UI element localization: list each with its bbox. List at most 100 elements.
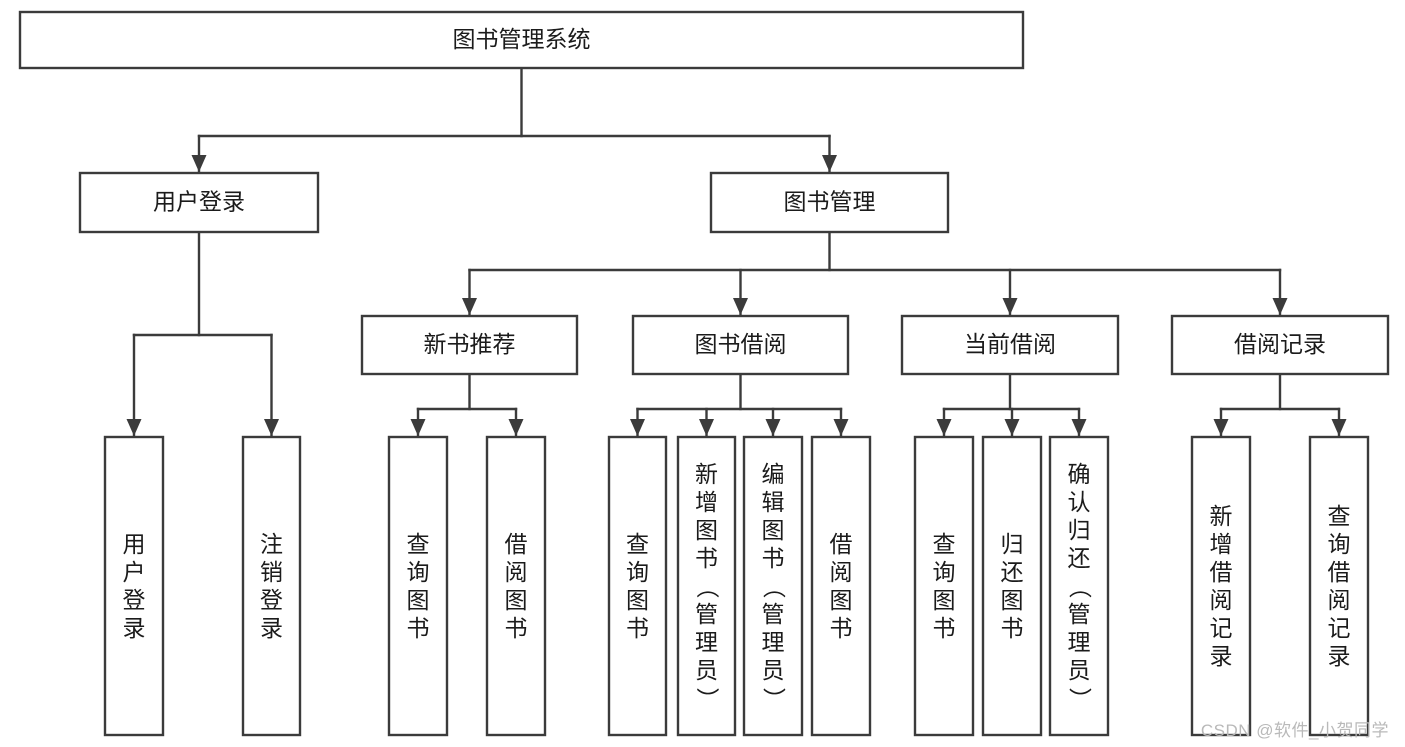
node-label-char: 管 — [695, 601, 718, 627]
arrow-head-icon — [765, 419, 781, 436]
node-borrow-record[interactable]: 借阅记录 — [1170, 314, 1390, 376]
node-box — [676, 435, 737, 737]
node-label-char: 登 — [123, 587, 146, 613]
node-label-char: 查 — [933, 531, 956, 557]
node-label-char: 员 — [762, 657, 785, 683]
node-label-char: 录 — [1328, 643, 1351, 669]
arrow-head-icon — [1071, 419, 1087, 436]
node-box — [387, 435, 449, 737]
node-new-book-recommend[interactable]: 新书推荐 — [360, 314, 579, 376]
node-label-char: 书 — [830, 615, 853, 641]
node-label-char: 询 — [626, 559, 649, 585]
arrow-head-icon — [126, 419, 142, 436]
node-label-char: 员 — [695, 657, 718, 683]
node-label-char: 图 — [626, 587, 649, 613]
node-label-char: 书 — [626, 615, 649, 641]
node-label-char: 理 — [762, 629, 785, 655]
node-box — [241, 435, 302, 737]
arrow-head-icon — [630, 419, 645, 436]
node-label-char: 确 — [1068, 461, 1091, 487]
node-box — [485, 435, 547, 737]
node-label-char: 图 — [1001, 587, 1024, 613]
node-label-char: 询 — [1328, 531, 1351, 557]
node-box — [78, 171, 320, 234]
node-label-char: ） — [695, 687, 721, 710]
arrow-head-icon — [833, 419, 849, 436]
node-label-char: 书 — [407, 615, 430, 641]
arrow-head-icon — [264, 419, 279, 436]
node-box — [709, 171, 950, 234]
node-label-char: 询 — [933, 559, 956, 585]
csdn-watermark: CSDN @软件_小贺同学 — [1200, 721, 1389, 740]
node-label: 借阅记录 — [1234, 331, 1326, 357]
node-label-char: 注 — [260, 531, 283, 557]
node-label-char: 增 — [695, 489, 718, 515]
node-label-char: 还 — [1068, 545, 1091, 571]
node-label-char: 图 — [830, 587, 853, 613]
node-label-char: 销 — [260, 559, 283, 585]
node-label-char: 户 — [123, 559, 146, 585]
node-label-char: 查 — [1328, 503, 1351, 529]
node-user-login[interactable]: 用户登录 — [78, 171, 320, 234]
arrow-head-icon — [699, 419, 714, 436]
arrow-head-icon — [1331, 419, 1347, 436]
node-box — [1048, 435, 1110, 737]
node-label-char: 认 — [1068, 489, 1091, 515]
node-label-char: 借 — [505, 531, 528, 557]
node-label-char: 借 — [1328, 559, 1351, 585]
node-label-char: 归 — [1068, 517, 1091, 543]
connectors-layer — [126, 66, 1347, 438]
node-box — [900, 314, 1120, 376]
node-box — [742, 435, 804, 737]
node-root[interactable]: 图书管理系统 — [18, 10, 1025, 70]
node-leaf-user-login[interactable]: 用户登录 — [103, 435, 165, 737]
node-box — [607, 435, 668, 737]
node-label-char: 记 — [1328, 615, 1351, 641]
node-label-char: 理 — [1068, 629, 1091, 655]
node-label-char: 书 — [505, 615, 528, 641]
arrow-head-icon — [822, 155, 837, 172]
node-current-borrow[interactable]: 当前借阅 — [900, 314, 1120, 376]
node-box — [103, 435, 165, 737]
node-box — [913, 435, 975, 737]
node-label-char: 借 — [1210, 559, 1233, 585]
node-label-char: （ — [761, 575, 787, 598]
arrow-head-icon — [733, 298, 748, 315]
node-label-char: 阅 — [505, 559, 528, 585]
node-label-char: 员 — [1068, 657, 1091, 683]
node-box — [1308, 435, 1370, 737]
node-label-char: 新 — [695, 461, 718, 487]
node-box — [810, 435, 872, 737]
node-label-char: 阅 — [1328, 587, 1351, 613]
node-label-char: 记 — [1210, 615, 1233, 641]
node-box — [18, 10, 1025, 70]
node-book-borrow[interactable]: 图书借阅 — [631, 314, 850, 376]
node-label-char: 辑 — [762, 489, 785, 515]
arrow-head-icon — [1004, 419, 1020, 436]
node-label-char: 新 — [1210, 503, 1233, 529]
node-label-char: 图 — [407, 587, 430, 613]
node-label-char: 图 — [505, 587, 528, 613]
node-label-char: 录 — [123, 615, 146, 641]
node-label-char: 查 — [407, 531, 430, 557]
node-label-char: 登 — [260, 587, 283, 613]
node-label-char: 图 — [933, 587, 956, 613]
node-book-management[interactable]: 图书管理 — [709, 171, 950, 234]
node-label-char: 书 — [1001, 615, 1024, 641]
node-box — [360, 314, 579, 376]
node-label-char: 借 — [830, 531, 853, 557]
